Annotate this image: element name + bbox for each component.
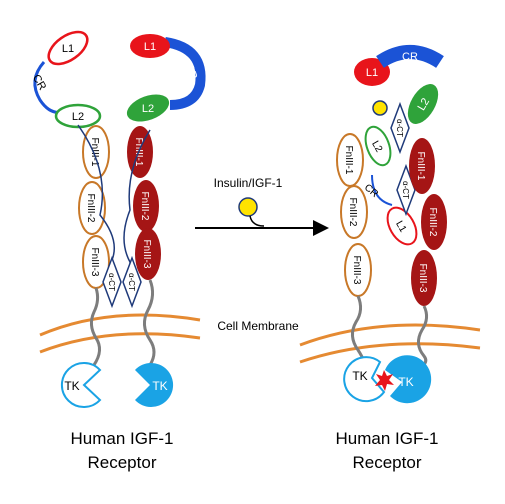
l1-label-left: L1 <box>62 43 74 55</box>
ligand-icon <box>238 197 258 217</box>
l1-domain-right-b <box>386 206 418 246</box>
l2-label-left: L2 <box>72 111 84 123</box>
fn3-domain-right-b <box>411 250 437 306</box>
fn3-label-right-a: FnIII-3 <box>351 256 362 285</box>
tk-label-left-a: TK <box>64 379 79 393</box>
alpha-ct-label-right-b: α-CT <box>401 181 410 199</box>
caption-right-line1: Human IGF-1 <box>336 429 439 448</box>
fn3-label-left: FnIII-3 <box>89 248 100 277</box>
fn3-domain-left-b <box>135 228 161 280</box>
fn2-domain-right-a <box>340 185 368 239</box>
l2-domain-right-a <box>407 84 439 124</box>
fn2-domain-right-b <box>421 194 447 250</box>
caption-left-line1: Human IGF-1 <box>71 429 174 448</box>
fn2-label-right-a: FnIII-2 <box>347 198 358 227</box>
cr-label-left-b: CR <box>183 62 200 81</box>
alpha-ct-chain-left <box>77 124 115 290</box>
caption-left-line2: Receptor <box>88 453 157 472</box>
alpha-ct-label-left: α-CT <box>107 273 116 291</box>
ligand-label: Insulin/IGF-1 <box>214 176 283 190</box>
fn1-label-right-b: FnIII-1 <box>415 152 426 181</box>
alpha-ct-label-right-a: α-CT <box>395 119 404 137</box>
fn2-label-left: FnIII-2 <box>85 194 96 223</box>
tk-domain-right-b <box>385 355 432 404</box>
l2-label-left-b: L2 <box>142 103 154 115</box>
l2-domain-left <box>54 103 102 129</box>
phosphorylation-star-icon <box>375 370 394 391</box>
l2-label-right-b: L2 <box>369 139 384 155</box>
cr-domain-right-a <box>376 45 444 68</box>
alpha-ct-chain-left-b <box>123 129 151 291</box>
cell-membrane-right <box>299 323 481 364</box>
cr-label-left: CR <box>30 73 48 93</box>
l1-label-left-b: L1 <box>144 41 156 53</box>
fn1-domain-left <box>82 125 110 179</box>
cr-label-right-a: CR <box>402 51 418 63</box>
fn1-domain-right-b <box>409 138 435 194</box>
l1-label-right-b: L1 <box>393 219 408 235</box>
caption-right-line2: Receptor <box>353 453 422 472</box>
alpha-ct-domain-right-a <box>390 101 410 155</box>
fn2-label-left-b: FnIII-2 <box>139 192 150 221</box>
l2-domain-right-b <box>364 125 392 167</box>
fn2-label-right-b: FnIII-2 <box>427 208 438 237</box>
cr-domain-right-b <box>371 174 393 206</box>
l2-label-right-a: L2 <box>416 96 433 113</box>
cr-domain-left-b <box>164 37 206 110</box>
fn1-label-left: FnIII-1 <box>89 138 100 167</box>
fn3-label-right-b: FnIII-3 <box>417 264 428 293</box>
tk-label-right-a: TK <box>352 369 367 383</box>
l1-domain-left <box>47 30 89 66</box>
alpha-ct-domain-left <box>102 255 122 309</box>
ligand-tether <box>249 215 265 227</box>
fn2-domain-left-b <box>133 180 159 232</box>
alpha-ct-domain-left-b <box>122 255 142 309</box>
fn1-label-right-a: FnIII-1 <box>343 146 354 175</box>
tk-label-left-b: TK <box>152 379 167 393</box>
bound-ligand-icon <box>372 100 388 116</box>
l2-domain-left-b <box>126 94 170 122</box>
cell-membrane-label: Cell Membrane <box>217 319 299 333</box>
transmembrane-stalk-left-a <box>89 287 101 366</box>
cell-membrane-left <box>39 313 201 354</box>
tk-domain-left-a <box>60 362 102 408</box>
fn2-domain-left <box>78 181 106 235</box>
tk-domain-left-b <box>135 363 174 407</box>
tk-label-right-b: TK <box>398 375 413 389</box>
l1-domain-right-a <box>354 58 390 86</box>
fn3-label-left-b: FnIII-3 <box>141 240 152 269</box>
l1-domain-left-b <box>130 34 170 58</box>
fn1-domain-right-a <box>336 133 364 187</box>
tk-domain-right-a <box>343 356 386 403</box>
transmembrane-stalk-left-b <box>143 279 156 366</box>
alpha-ct-label-left-b: α-CT <box>127 273 136 291</box>
l1-label-right-a: L1 <box>366 67 378 79</box>
